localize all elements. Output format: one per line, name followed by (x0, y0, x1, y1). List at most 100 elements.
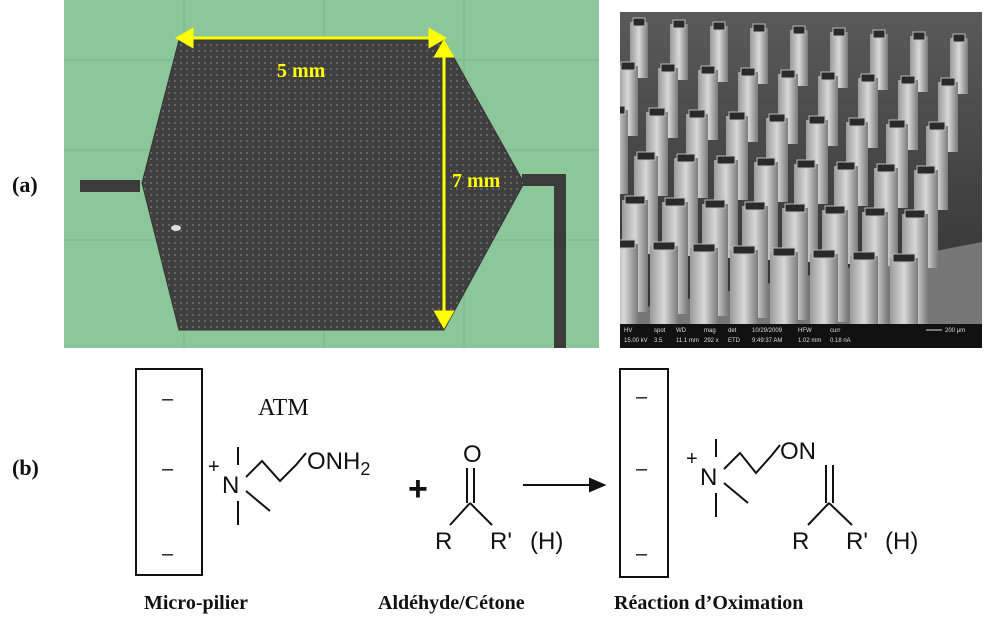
pillar-top (688, 109, 706, 119)
pillar-top (820, 71, 836, 81)
sem-header-cell: 10/29/2009 (752, 328, 783, 334)
pillar-top (728, 111, 746, 121)
pillar-top (652, 241, 676, 251)
pillar-top (952, 33, 966, 43)
sem-value-cell: 11.1 mm (676, 338, 699, 344)
pillar-top (732, 245, 756, 255)
hydrogen-label-right: (H) (885, 528, 918, 555)
left-lead (80, 180, 140, 192)
pillar-top (808, 115, 826, 125)
right-lead-vertical (554, 174, 566, 348)
r-group-left: R (435, 528, 452, 555)
pillar-top (676, 153, 696, 163)
plus-charge-left: + (208, 456, 220, 478)
pillar-top (772, 247, 796, 257)
sem-header-cell: HFW (798, 328, 812, 334)
pillar-top (872, 29, 886, 39)
pillar-top (792, 25, 806, 35)
pillar-top (940, 77, 956, 87)
pillar-top (832, 27, 846, 37)
pillar-top (928, 121, 946, 131)
pillar-box-left (135, 368, 203, 576)
pillar-top (876, 163, 896, 173)
sem-value-cell: 1.02 mm (798, 338, 821, 344)
reaction-scheme: – – – ATM + N ONH2 + O R R' (H) (0, 355, 994, 617)
height-dimension-label: 7 mm (452, 170, 501, 192)
pillar (620, 244, 638, 348)
pillar-top (780, 69, 796, 79)
pillar-top (636, 151, 656, 161)
pillar-top (852, 251, 876, 261)
pillar-top (712, 21, 726, 31)
pillar-top (620, 61, 636, 71)
sem-value-cell: 15.00 kV (624, 338, 648, 344)
electrode-drawing: 5 mm 7 mm (64, 0, 599, 348)
sem-header-cell: det (728, 328, 737, 334)
pillar-top (848, 117, 866, 127)
minus-sign-4: – (636, 386, 648, 408)
sem-pillars: HV spot WD mag det 10/29/2009 HFW curr 15.00 kV… (620, 12, 982, 348)
pillar-top (692, 243, 716, 253)
r-group-right: R (792, 528, 809, 555)
width-dimension-label: 5 mm (277, 60, 326, 82)
pillar (620, 110, 628, 194)
sem-header-cell: spot (654, 328, 666, 334)
pillar-top (768, 113, 786, 123)
r-prime-group-right: R' (846, 528, 868, 555)
reaction-drawing: – – – ATM + N ONH2 + O R R' (H) (135, 368, 918, 578)
sem-value-cell: 292 x (704, 338, 719, 344)
pillar-top (916, 165, 936, 175)
minus-sign-6: – (636, 543, 648, 565)
pillar-top (756, 157, 776, 167)
pillar-box-right (619, 368, 669, 578)
pillar-top (648, 107, 666, 117)
pillar-top (744, 201, 766, 211)
pillar-top (912, 31, 926, 41)
pillar-top (620, 239, 636, 249)
pad-defect (171, 225, 181, 231)
pillar-top (716, 155, 736, 165)
carbonyl-oxygen: O (463, 441, 482, 468)
sem-header-cell: WD (676, 328, 687, 334)
pillar-top (664, 197, 686, 207)
minus-sign-1: – (162, 388, 174, 410)
sem-value-cell: 9:49:37 AM (752, 338, 782, 344)
minus-sign-3: – (162, 543, 174, 565)
pillar-top (632, 17, 646, 27)
plus-sign: + (408, 470, 428, 508)
sem-value-cell: 3.5 (654, 338, 663, 344)
pillar-top (824, 205, 846, 215)
pillar-top (860, 73, 876, 83)
minus-sign-5: – (636, 458, 648, 480)
pillar-top (624, 195, 646, 205)
pillar-top (700, 65, 716, 75)
pillar-top (752, 23, 766, 33)
pillar-top (904, 209, 926, 219)
pillar-top (796, 159, 816, 169)
nitrogen-atom-left: N (222, 472, 239, 499)
pillar-top (888, 119, 906, 129)
hydrogen-label-left: (H) (530, 528, 563, 555)
pillar-top (660, 63, 676, 73)
sem-scale-label: 200 µm (945, 328, 965, 334)
pillar-top (740, 67, 756, 77)
reagent-label: ATM (258, 395, 309, 421)
caption-carbonyl: Aldéhyde/Cétone (378, 592, 525, 614)
pillar-top (864, 207, 886, 217)
sem-value-cell: 0.18 nA (830, 338, 851, 344)
pillar-top (704, 199, 726, 209)
sem-header-cell: curr (830, 328, 840, 334)
pillar-top (892, 253, 916, 263)
minus-sign-2: – (162, 458, 174, 480)
pillar-top (836, 161, 856, 171)
oxime-on-group: ON (780, 438, 816, 465)
panel-b-label: (b) (12, 455, 39, 480)
electrode-photo: 5 mm 7 mm (64, 0, 599, 348)
pillar-top (812, 249, 836, 259)
sem-header-cell: HV (624, 328, 632, 334)
sem-micrograph: HV spot WD mag det 10/29/2009 HFW curr 15.00 kV… (620, 12, 982, 348)
r-prime-group: R' (490, 528, 512, 555)
pillar-top (900, 75, 916, 85)
sem-header-cell: mag (704, 328, 716, 334)
panel-a-label: (a) (12, 172, 38, 197)
